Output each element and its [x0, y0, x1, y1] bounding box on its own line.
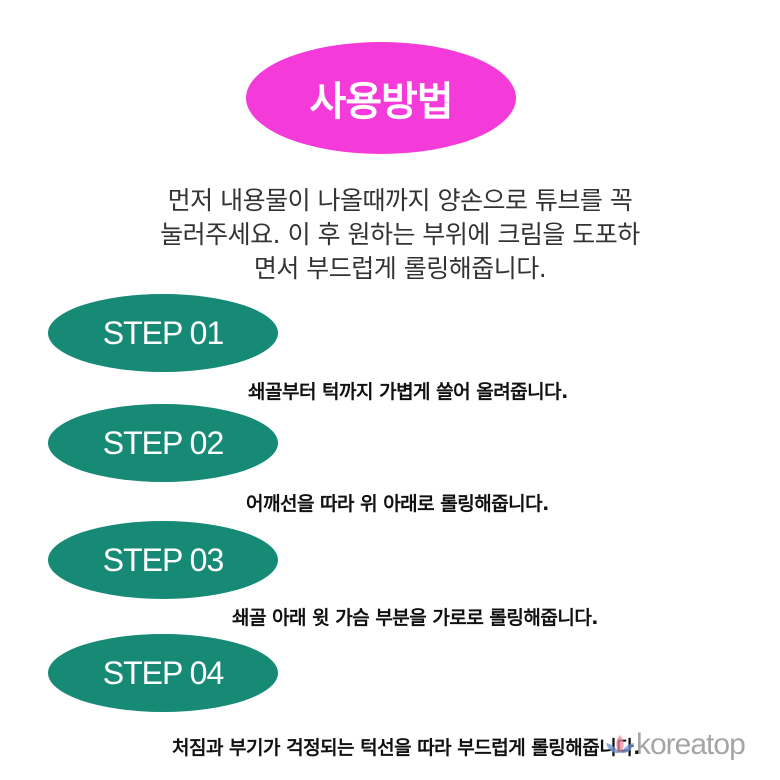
title-badge: 사용방법 — [246, 42, 516, 154]
step-02-badge: STEP 02 — [48, 404, 278, 482]
step-02-description: 어깨선을 따라 위 아래로 롤링해줍니다. — [246, 493, 549, 515]
step-label: STEP 04 — [102, 654, 224, 691]
intro-line: 눌러주세요. 이 후 원하는 부위에 크림을 도포하 — [160, 220, 640, 249]
step-04-badge: STEP 04 — [48, 634, 278, 712]
step-03-description: 쇄골 아래 윗 가슴 부분을 가로로 롤링해줍니다. — [232, 607, 599, 629]
step-03-badge: STEP 03 — [48, 521, 278, 599]
step-label: STEP 01 — [102, 314, 224, 351]
step-label: STEP 03 — [102, 541, 224, 578]
page-title: 사용방법 — [309, 79, 453, 125]
intro-line: 면서 부드럽게 롤링해줍니다. — [253, 254, 547, 283]
step-04-description: 처짐과 부기가 걱정되는 턱선을 따라 부드럽게 롤링해줍니다. — [172, 737, 640, 759]
watermark: koreatop — [604, 728, 746, 762]
step-label: STEP 02 — [102, 424, 224, 461]
intro-line: 먼저 내용물이 나올때까지 양손으로 튜브를 꼭 — [167, 186, 633, 215]
intro-text: 먼저 내용물이 나올때까지 양손으로 튜브를 꼭 눌러주세요. 이 후 원하는 … — [80, 184, 720, 286]
watermark-text: koreatop — [636, 728, 746, 761]
step-01-badge: STEP 01 — [48, 294, 278, 372]
lotus-logo-icon — [606, 735, 634, 754]
step-01-description: 쇄골부터 턱까지 가볍게 쓸어 올려줍니다. — [248, 381, 568, 403]
